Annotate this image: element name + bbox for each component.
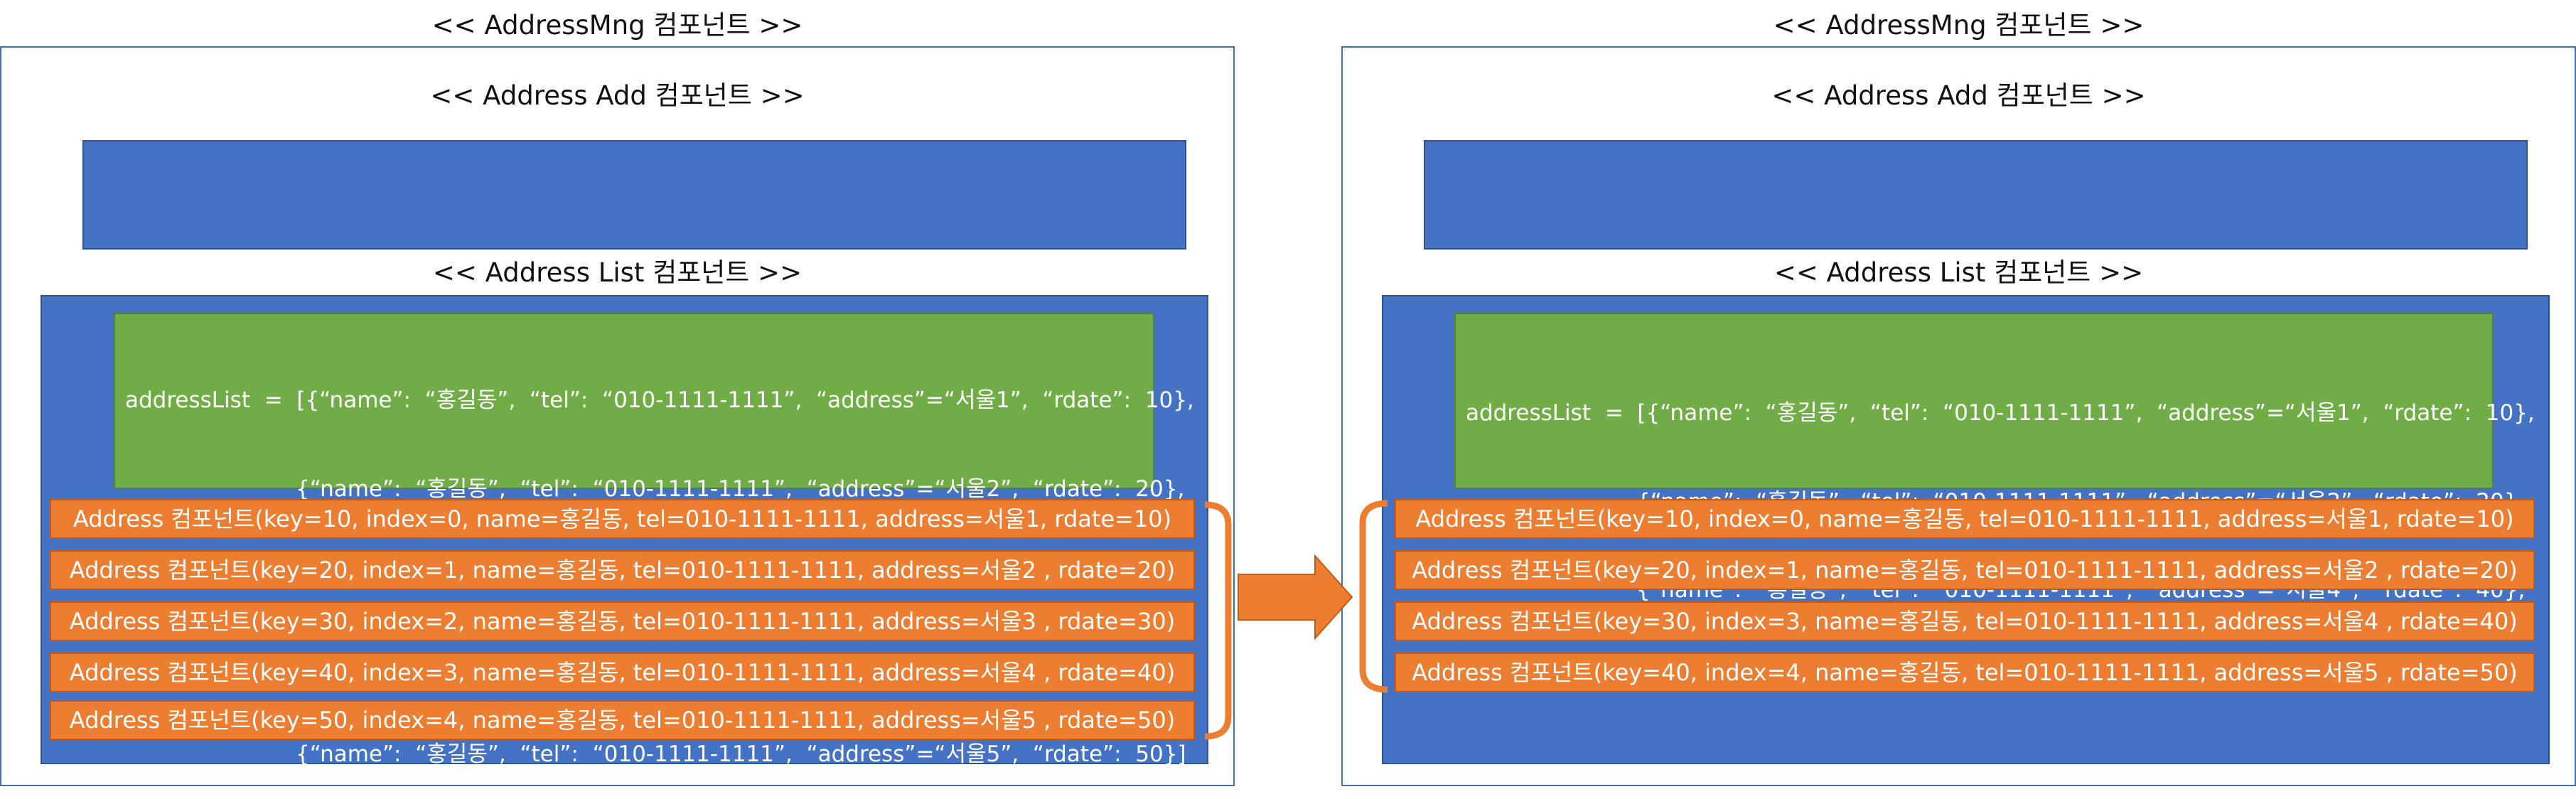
- right-address-row: Address 컴포넌트(key=20, index=1, name=홍길동, …: [1395, 550, 2535, 590]
- right-list-title: << Address List 컴포넌트 >>: [1773, 257, 2144, 288]
- left-address-row: Address 컴포넌트(key=30, index=2, name=홍길동, …: [50, 601, 1195, 641]
- right-add-title: << Address Add 컴포넌트 >>: [1771, 80, 2146, 111]
- left-address-row: Address 컴포넌트(key=40, index=3, name=홍길동, …: [50, 653, 1195, 692]
- transition-arrow-icon: [1238, 554, 1353, 640]
- left-address-row: Address 컴포넌트(key=50, index=4, name=홍길동, …: [50, 700, 1195, 740]
- right-address-row: Address 컴포넌트(key=30, index=3, name=홍길동, …: [1395, 601, 2535, 641]
- left-address-row: Address 컴포넌트(key=20, index=1, name=홍길동, …: [50, 550, 1195, 590]
- right-address-add-box: [1424, 140, 2528, 250]
- right-mng-title: << AddressMng 컴포넌트 >>: [1773, 10, 2145, 41]
- left-rows-bracket: [1204, 501, 1232, 740]
- right-address-row: Address 컴포넌트(key=10, index=0, name=홍길동, …: [1395, 499, 2535, 539]
- left-list-title: << Address List 컴포넌트 >>: [432, 257, 803, 288]
- left-address-row: Address 컴포넌트(key=10, index=0, name=홍길동, …: [50, 499, 1195, 539]
- left-mng-title: << AddressMng 컴포넌트 >>: [431, 10, 803, 41]
- left-address-add-box: [82, 140, 1186, 250]
- state-line: {“name”: “홍길동”, “tel”: “010-1111-1111”, …: [296, 741, 1186, 767]
- right-address-row: Address 컴포넌트(key=40, index=4, name=홍길동, …: [1395, 653, 2535, 692]
- left-add-title: << Address Add 컴포넌트 >>: [430, 80, 805, 111]
- state-line: {“name”: “홍길동”, “tel”: “010-1111-1111”, …: [296, 476, 1185, 502]
- right-rows-bracket: [1359, 500, 1388, 693]
